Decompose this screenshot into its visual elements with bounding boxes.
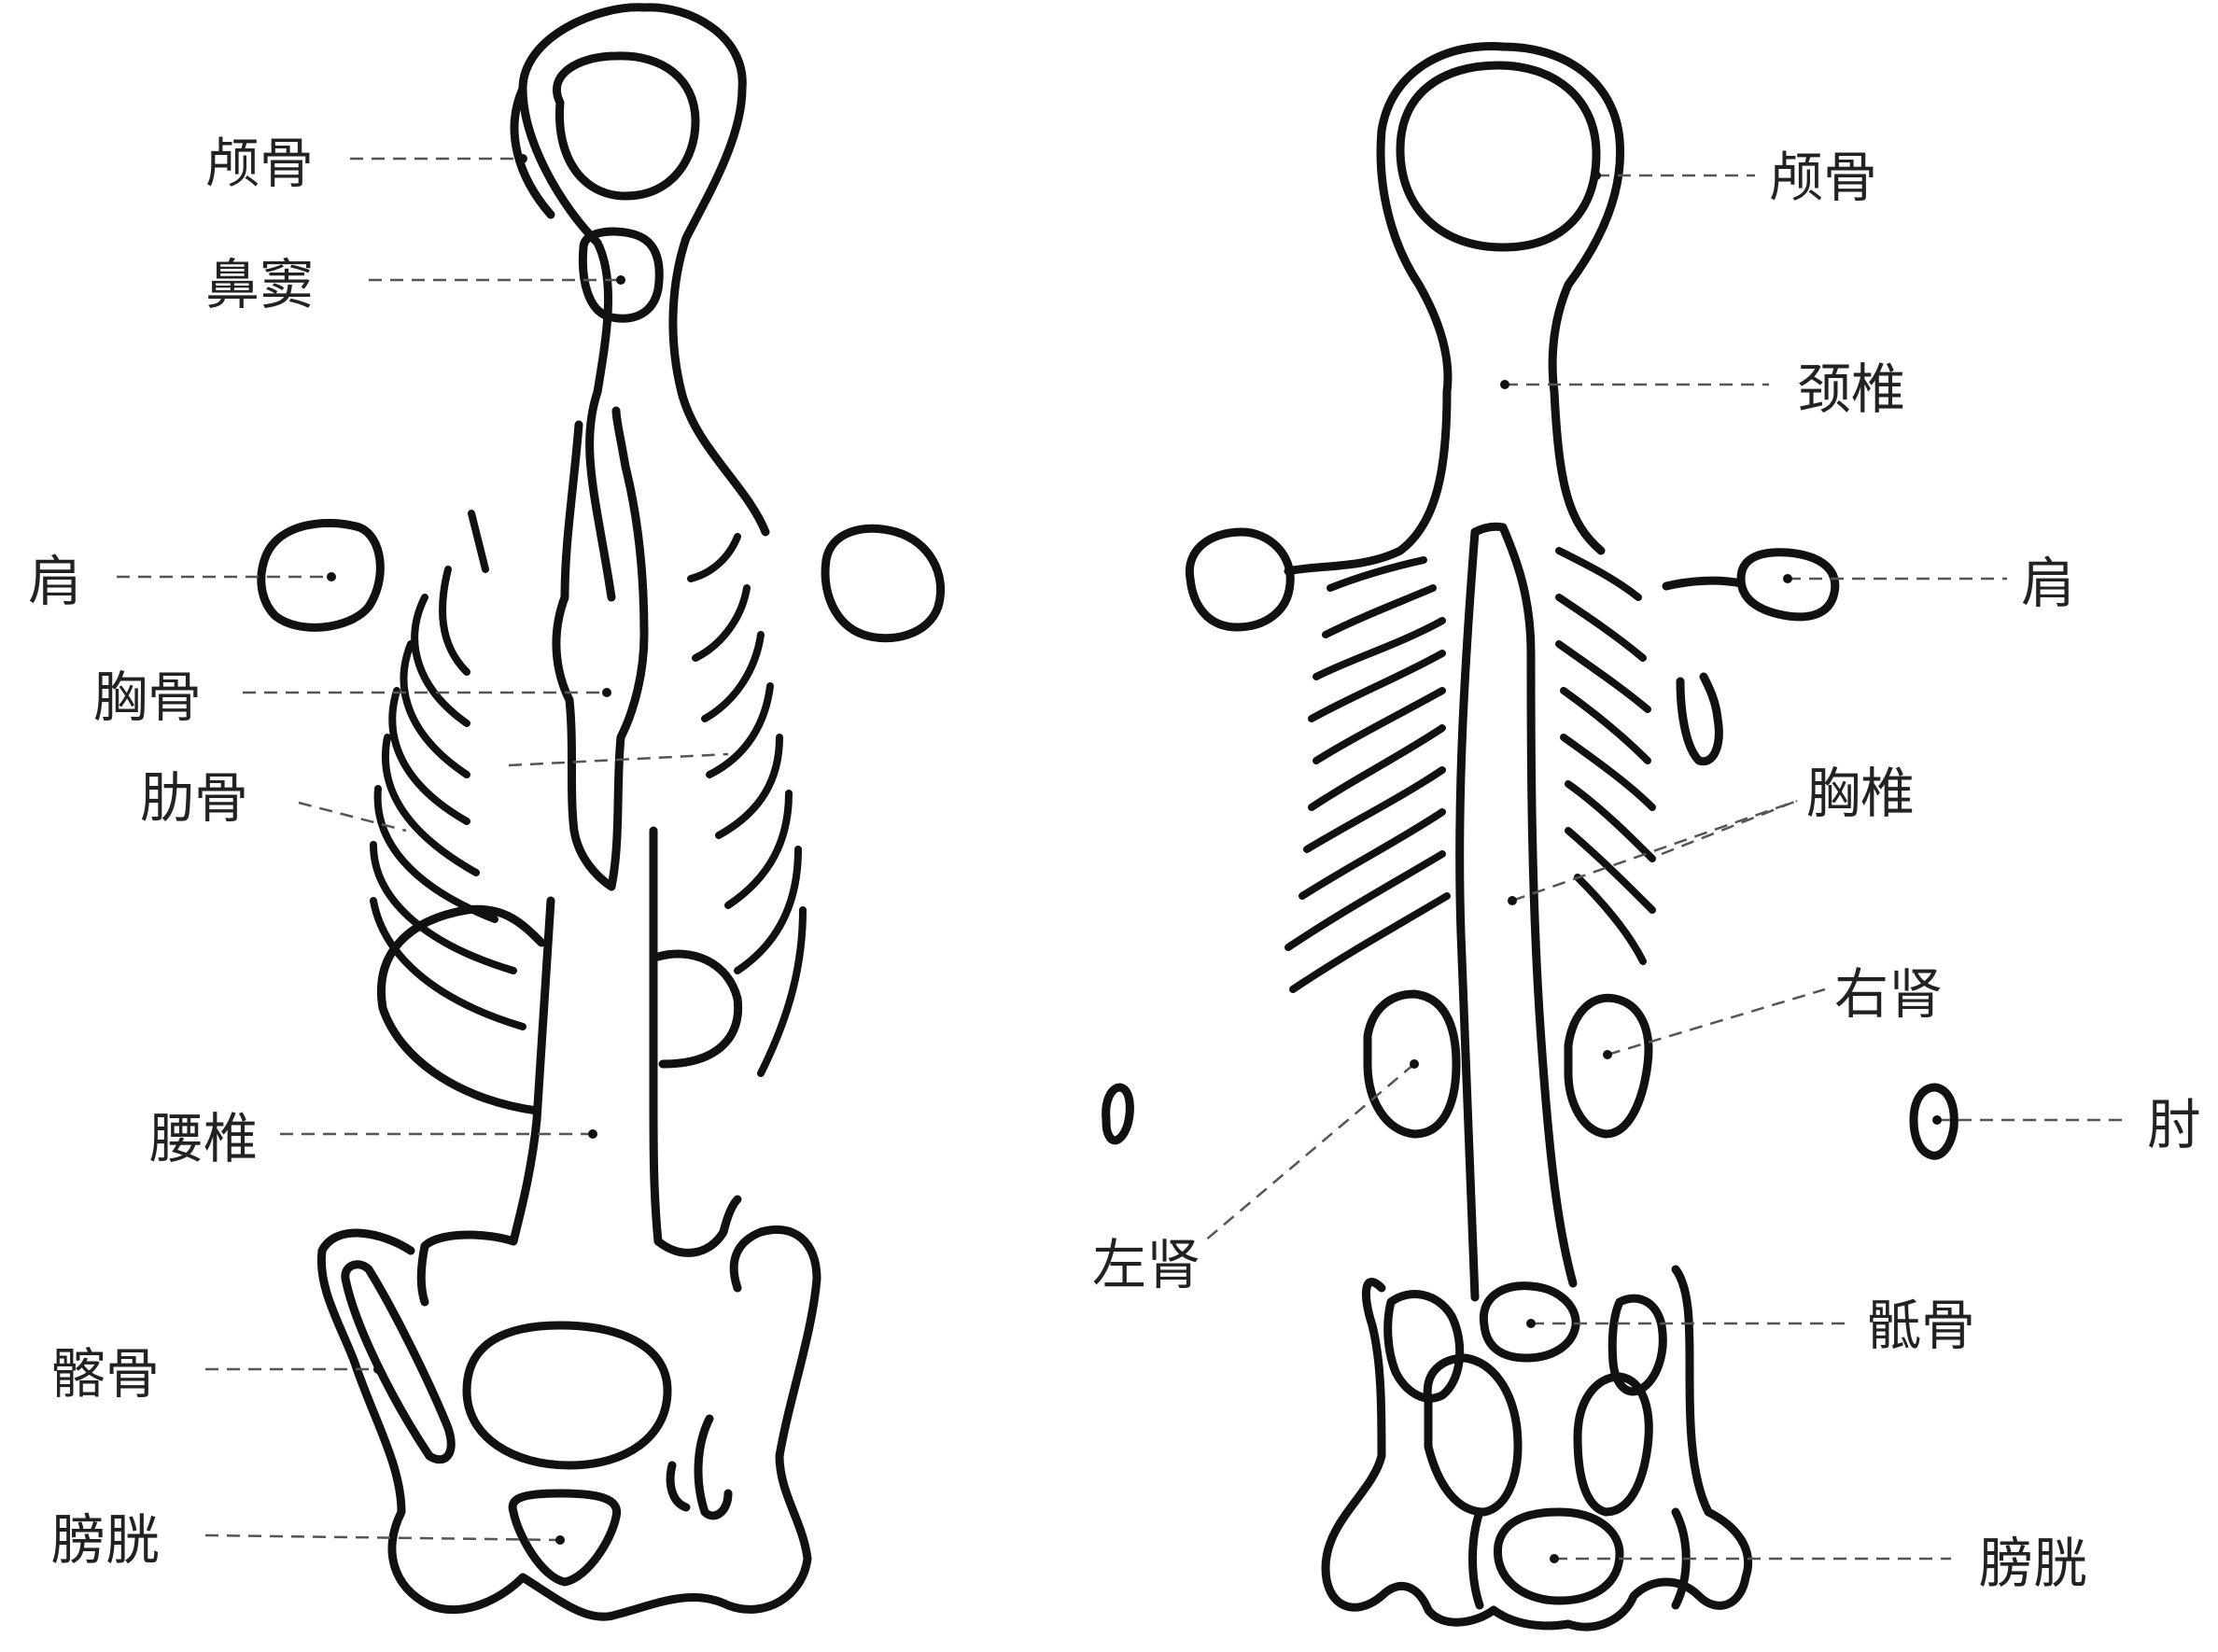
posterior-spine xyxy=(1460,532,1475,1297)
anterior-left-shoulder xyxy=(825,528,941,638)
posterior-skull-inner xyxy=(1400,65,1596,247)
anterior-dot-lumbar xyxy=(588,1129,597,1139)
posterior-si-inner-right xyxy=(1612,1298,1663,1392)
posterior-rib xyxy=(1559,551,1638,597)
anterior-rib xyxy=(761,910,803,1073)
posterior-si-left xyxy=(1427,1358,1518,1512)
anterior-left-ilium-marks-2 xyxy=(670,1465,686,1507)
anterior-dot-shoulder xyxy=(327,572,336,581)
posterior-rib xyxy=(1288,854,1442,947)
posterior-arm-hook xyxy=(1680,677,1719,762)
posterior-skull-outer xyxy=(1381,46,1620,551)
posterior-left-shoulder xyxy=(1741,553,1835,617)
posterior-rib xyxy=(1312,728,1442,807)
posterior-dot-elbow xyxy=(1932,1115,1942,1125)
posterior-right-shoulder xyxy=(1189,532,1290,627)
anterior-rib xyxy=(719,737,779,835)
anterior-leader-ribs-a xyxy=(299,803,406,831)
posterior-label-right-kidney: 右肾 xyxy=(1834,962,1943,1026)
posterior-dot-bladder xyxy=(1550,1554,1559,1563)
posterior-rib xyxy=(1293,896,1447,989)
posterior-rib xyxy=(1307,770,1442,849)
posterior-bladder xyxy=(1497,1512,1620,1601)
anterior-rib xyxy=(728,793,789,905)
anterior-leader-bladder xyxy=(205,1535,560,1540)
posterior-rib xyxy=(1302,812,1442,896)
posterior-dot-skull xyxy=(1592,171,1601,180)
anterior-pelvic-inlet xyxy=(467,1325,667,1465)
anterior-skull-inner xyxy=(556,56,695,196)
posterior-leader-thoracic-a xyxy=(1512,801,1797,901)
posterior-label-bladder: 膀胱 xyxy=(1979,1532,2087,1595)
posterior-label-left-kidney: 左肾 xyxy=(1092,1233,1200,1296)
posterior-dot-thoracic xyxy=(1508,896,1517,905)
posterior-dot-sacrum xyxy=(1526,1319,1536,1328)
anterior-pelvis xyxy=(321,1229,817,1617)
anterior-dot-sinus xyxy=(616,275,625,285)
anterior-label-nasal-sinus: 鼻窦 xyxy=(205,253,314,316)
anterior-dot-skull xyxy=(518,154,527,163)
posterior-dot-left-kidney xyxy=(1410,1059,1419,1069)
posterior-label-cervical-spine: 颈椎 xyxy=(1797,357,1905,421)
anterior-neck-left xyxy=(514,89,551,215)
anterior-left-ilium-marks xyxy=(698,1419,728,1516)
anterior-right-shoulder xyxy=(261,523,381,627)
anterior-liver xyxy=(381,909,541,1111)
posterior-label-shoulder: 肩 xyxy=(2021,552,2075,615)
anterior-label-sternum: 胸骨 xyxy=(93,665,202,729)
posterior-label-sacrum: 骶骨 xyxy=(1867,1294,1975,1357)
posterior-leader-left-kidney xyxy=(1204,1064,1414,1241)
anterior-rib xyxy=(695,588,747,658)
anterior-label-shoulder: 肩 xyxy=(28,550,82,613)
anterior-spleen xyxy=(658,954,738,1064)
posterior-left-shoulder-stem xyxy=(1666,581,1741,586)
posterior-rib xyxy=(1312,653,1442,719)
posterior-neck-left xyxy=(1288,392,1447,571)
posterior-dot-cervical xyxy=(1500,380,1509,389)
anterior-rib xyxy=(471,513,485,569)
anterior-rib xyxy=(709,686,770,775)
posterior-figure: 颅骨 颈椎 肩 胸椎 右肾 左肾 肘 骶骨 膀胱 xyxy=(1092,46,2201,1627)
anterior-label-ilium: 髂骨 xyxy=(51,1342,160,1406)
anterior-figure: 颅骨 鼻窦 肩 胸骨 肋骨 腰椎 髂骨 膀胱 xyxy=(28,7,941,1617)
anterior-label-lumbar-spine: 腰椎 xyxy=(149,1107,258,1170)
posterior-label-thoracic-spine: 胸椎 xyxy=(1806,762,1915,825)
anterior-rib xyxy=(442,569,467,672)
posterior-label-elbow: 肘 xyxy=(2147,1093,2201,1156)
posterior-rib xyxy=(1326,588,1433,635)
anterior-label-ribs: 肋骨 xyxy=(140,766,248,830)
posterior-si-inner-left xyxy=(1388,1295,1460,1399)
posterior-right-elbow xyxy=(1106,1087,1130,1141)
anterior-bladder xyxy=(512,1493,617,1582)
posterior-spine-right xyxy=(1503,527,1573,1283)
posterior-dot-right-kidney xyxy=(1603,1050,1612,1059)
anterior-dot-sternum xyxy=(602,688,611,697)
anterior-right-ilium xyxy=(345,1265,451,1460)
posterior-right-kidney xyxy=(1568,998,1649,1134)
anterior-sternum xyxy=(556,411,644,887)
posterior-label-skull: 颅骨 xyxy=(1769,146,1877,209)
anterior-label-skull: 颅骨 xyxy=(205,132,314,195)
anterior-dot-ilium xyxy=(373,1365,383,1374)
anterior-label-bladder: 膀胱 xyxy=(51,1508,160,1572)
posterior-spine-top xyxy=(1475,526,1503,532)
posterior-si-right xyxy=(1578,1377,1649,1512)
posterior-dot-shoulder xyxy=(1783,574,1792,583)
posterior-pelvis-mark-left xyxy=(1473,1512,1481,1605)
anterior-dot-bladder xyxy=(555,1535,565,1545)
posterior-rib xyxy=(1316,691,1442,761)
anterior-rib xyxy=(691,537,737,579)
